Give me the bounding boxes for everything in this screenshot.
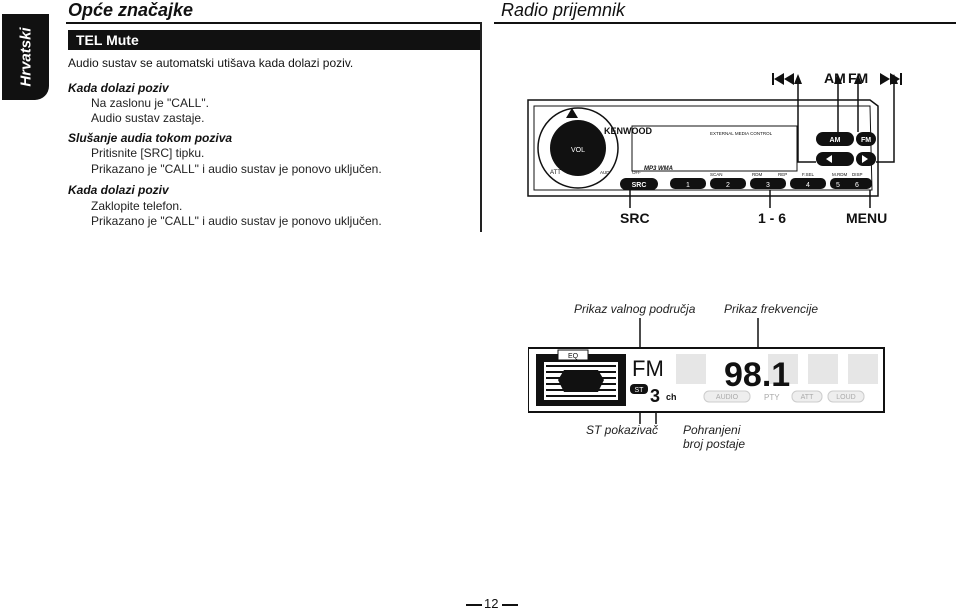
st-indicator-text: ST [635, 387, 645, 394]
st-indicator [630, 384, 648, 394]
scan-label: SCAN [710, 172, 723, 177]
language-tab-label: Hrvatski [17, 27, 34, 87]
radio-faceplate-illustration: VOL ATT KENWOOD EXTERNAL MEDIA CONTROL M… [527, 74, 898, 208]
block-title-2: Slušanje audia tokom poziva [68, 131, 233, 145]
lcd-band-text: FM [632, 356, 664, 381]
presets-callout-label: 1 - 6 [758, 210, 787, 226]
mp3-label: MP3 WMA [644, 166, 673, 172]
am-key-label: AM [830, 137, 841, 144]
brand-logo: KENWOOD [604, 126, 652, 136]
block-1-line-1: Na zaslonu je "CALL". [91, 96, 209, 110]
menu-callout-label: MENU [846, 210, 888, 226]
preset-key-4-label: 4 [806, 182, 810, 189]
preset-key-3-label: 3 [766, 182, 770, 189]
preset-key-1-label: 1 [686, 182, 690, 189]
section-heading-radio: Radio prijemnik [501, 0, 626, 20]
aud-label: AUD [600, 170, 610, 175]
tel-mute-title: TEL Mute [68, 30, 480, 50]
src-key-label: SRC [632, 182, 647, 189]
fsel-label: F.SEL [802, 172, 815, 177]
fm-key [856, 132, 876, 146]
preset-keys: 1 2 3 4 5 6 [670, 178, 872, 189]
vol-label: VOL [571, 147, 585, 154]
am-key [816, 132, 854, 146]
preset-label-line-2: broj postaje [683, 437, 746, 451]
block-title-3: Kada dolazi poziv [68, 183, 169, 197]
lcd-display-illustration: EQ FM 98.1 ST 3 ch AUDIO PTY ATT LOUD [528, 318, 885, 424]
preset-label-line-1: Pohranjeni [683, 423, 741, 437]
vol-up-icon [566, 108, 578, 118]
heading-rule-right [494, 22, 956, 24]
block-3-line-1: Zaklopite telefon. [91, 199, 183, 213]
lcd-frequency-text: 98.1 [724, 356, 790, 394]
off-label: OFF [632, 170, 641, 175]
rep-label: REP [778, 172, 787, 177]
disp-label: DISP [852, 172, 863, 177]
preset-key-3 [750, 178, 786, 189]
eq-label: EQ [568, 353, 579, 360]
preset-number: 3 [650, 386, 660, 406]
rdm-label: RDM [752, 172, 762, 177]
fm-key-label: FM [861, 137, 871, 144]
column-divider [480, 22, 482, 232]
section-heading-general: Opće značajke [68, 0, 194, 20]
block-1-line-2: Audio sustav zastaje. [91, 111, 205, 125]
seek-forward-icon [862, 155, 868, 163]
seek-forward-callout-icon [880, 73, 902, 85]
src-key [620, 178, 658, 190]
am-callout-label: AM [824, 70, 846, 86]
preset-key-6 [842, 178, 872, 189]
band-display-label: Prikaz valnog područja [574, 302, 696, 316]
ch-label: ch [666, 392, 677, 402]
preset-key-6-label: 6 [855, 182, 859, 189]
faceplate-display [631, 125, 798, 172]
preset-key-5-label: 5 [836, 182, 840, 189]
ext-media-label: EXTERNAL MEDIA CONTROL [710, 131, 773, 136]
seek-back-key [816, 152, 854, 166]
page-number: 12 [484, 596, 499, 611]
att-ghost-label: ATT [801, 394, 814, 401]
intro-text: Audio sustav se automatski utišava kada … [68, 56, 354, 70]
pty-ghost-label: PTY [764, 393, 780, 402]
preset-key-2-label: 2 [726, 182, 730, 189]
preset-key-1 [670, 178, 706, 189]
src-callout-label: SRC [620, 210, 650, 226]
seek-back-icon [826, 155, 832, 163]
volume-knob-center [550, 120, 606, 176]
block-3-line-2: Prikazano je "CALL" i audio sustav je po… [91, 214, 382, 228]
st-indicator-label: ST pokazivač [586, 423, 659, 437]
fm-callout-label: FM [848, 70, 869, 86]
att-key-label: ATT [550, 170, 561, 176]
block-title-1: Kada dolazi poziv [68, 81, 169, 95]
preset-key-4 [790, 178, 826, 189]
frequency-display-label: Prikaz frekvencije [724, 302, 819, 316]
heading-rule-left [66, 22, 482, 24]
preset-key-2 [710, 178, 746, 189]
loud-ghost-label: LOUD [836, 394, 855, 401]
block-2-line-1: Pritisnite [SRC] tipku. [91, 146, 205, 160]
mrdm-label: M.RDM [832, 172, 847, 177]
language-tab: Hrvatski [2, 14, 49, 100]
seek-back-callout-icon [772, 73, 794, 85]
audio-ghost-label: AUDIO [716, 394, 739, 401]
block-2-line-2: Prikazano je "CALL" i audio sustav je po… [91, 162, 382, 176]
